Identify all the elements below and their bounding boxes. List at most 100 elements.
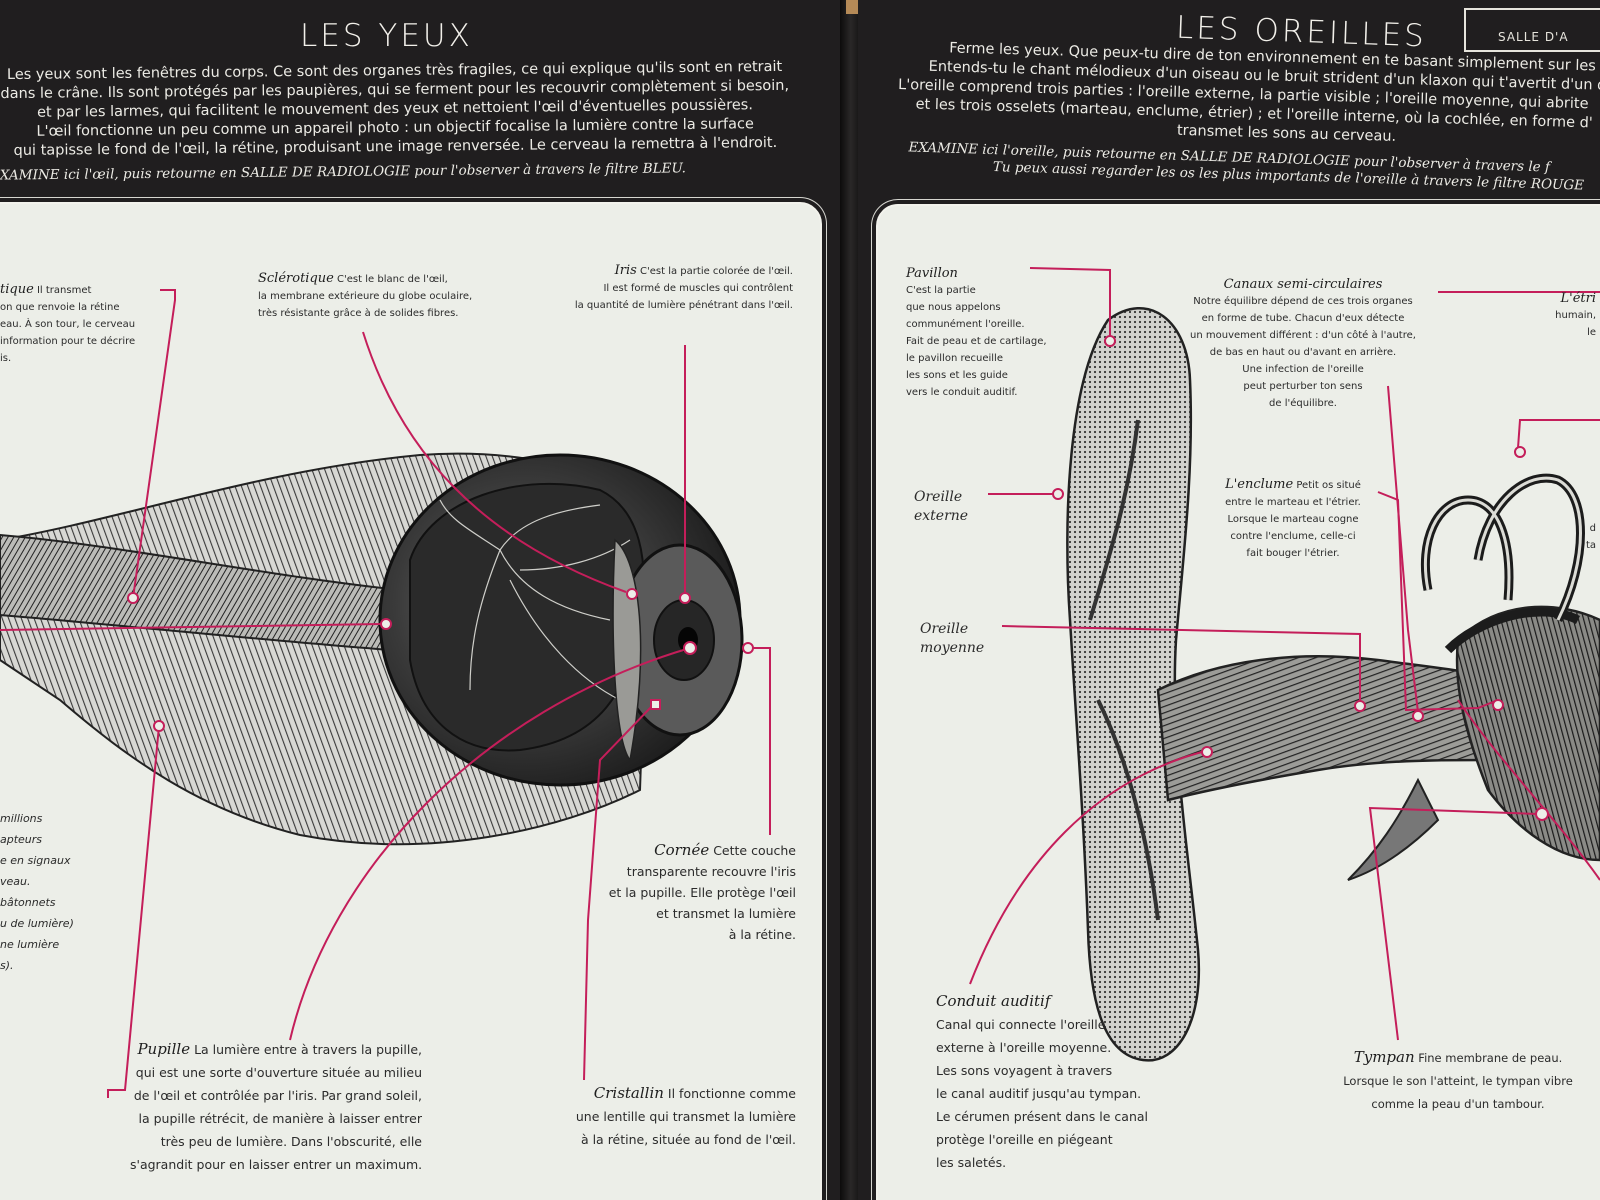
tympan-flap [1347,777,1440,881]
label-line: et la pupille. Elle protège l'œil [608,885,796,900]
label-pupille: Pupille La lumière entre à travers la pu… [130,1038,422,1176]
label-heading: Conduit auditif [936,992,1051,1010]
label-line: protège l'oreille en piégeant [936,1132,1113,1147]
label-enclume: L'enclume Petit os situé entre le martea… [1188,476,1398,562]
pinna-fold [1088,419,1160,921]
label-line: une lentille qui transmet la lumière [575,1109,796,1124]
label-cristallin: Cristallin Il fonctionne comme une lenti… [540,1082,796,1151]
room-tag-label: SALLE D'A [1498,30,1569,44]
label-line: fait bouger l'étrier. [1246,548,1340,559]
label-line: eau. À son tour, le cerveau [0,319,136,330]
label-line: en forme de tube. Chacun d'eux détecte [1201,313,1405,324]
label-line: le [1587,327,1596,338]
label-line: Fine membrane de peau. [1418,1051,1563,1065]
label-line: Le cérumen présent dans le canal [936,1109,1149,1124]
label-line: humain, [1555,310,1596,321]
label-line: Il fonctionne comme [667,1086,796,1101]
middle-ear-mass [1455,605,1600,862]
label-line: externe à l'oreille moyenne. [936,1040,1112,1055]
label-oreille-moyenne: Oreille moyenne [920,620,984,658]
label-line: le pavillon recueille [906,353,1003,364]
label-line: de bas en haut ou d'avant en arrière. [1209,347,1397,358]
label-line: Les sons voyagent à travers [936,1063,1113,1078]
room-tag: SALLE D'A [1464,8,1600,52]
retina-vessels [439,499,631,701]
label-line: de l'équilibre. [1269,398,1337,409]
label-line: u de lumière) [0,917,74,930]
label-line: Lorsque le son l'atteint, le tympan vibr… [1343,1074,1573,1088]
label-line: comme la peau d'un tambour. [1371,1097,1545,1111]
label-line: très résistante grâce à de solides fibre… [258,308,459,319]
label-line: les sons et les guide [906,370,1008,381]
label-line: Oreille [920,621,969,637]
label-line: is. [0,353,12,364]
label-heading: L'enclume [1225,477,1294,492]
label-line: qui est une sorte d'ouverture située au … [135,1065,422,1080]
label-heading: Cornée [654,841,710,859]
label-line: de l'œil et contrôlée par l'iris. Par gr… [133,1088,422,1103]
label-line: Fait de peau et de cartilage, [906,336,1047,347]
label-line: information pour te décrire [0,336,136,347]
label-line: C'est le blanc de l'œil, [337,274,448,285]
label-nerf-optique: tique Il transmet on que renvoie la réti… [0,281,135,367]
label-line: millions [0,812,43,825]
label-retine: millions apteurs e en signaux veau. bâto… [0,808,74,976]
label-line: les saletés. [936,1155,1007,1170]
label-line: transparente recouvre l'iris [626,864,796,879]
label-iris: Iris C'est la partie colorée de l'œil. I… [555,262,793,314]
label-conduit-auditif: Conduit auditif Canal qui connecte l'ore… [936,990,1148,1174]
label-line: s). [0,959,14,972]
label-line: La lumière entre à travers la pupille, [194,1042,422,1057]
label-line: Une infection de l'oreille [1242,364,1364,375]
label-heading: Pavillon [906,266,958,281]
eye-illustration [0,289,771,1098]
label-heading: Cristallin [593,1084,664,1102]
label-line: apteurs [0,833,43,846]
label-line: Notre équilibre dépend de ces trois orga… [1193,296,1413,307]
label-line: Il transmet [36,285,92,296]
pinna [1066,307,1201,1062]
label-heading: Sclérotique [258,271,334,286]
label-line: la pupille rétrécit, de manière à laisse… [138,1111,422,1126]
semicircular-canals-highlight [1423,476,1582,621]
label-cornee: Cornée Cette couche transparente recouvr… [560,840,796,945]
ear-canal-tube [1156,655,1500,802]
label-line: un mouvement différent : d'un côté à l'a… [1190,330,1416,341]
label-canaux-semi-circulaires: Canaux semi-circulaires Notre équilibre … [1188,276,1418,412]
label-line: Canal qui connecte l'oreille [936,1017,1106,1032]
label-line: le canal auditif jusqu'au tympan. [936,1086,1142,1101]
label-line: ne lumière [0,938,60,951]
label-line: Cette couche [713,843,796,858]
left-page: LES YEUX Les yeux sont les fenêtres du c… [0,18,822,1200]
label-line: vers le conduit auditif. [906,387,1018,398]
label-line: on que renvoie la rétine [0,302,120,313]
label-line: la quantité de lumière pénétrant dans l'… [574,300,793,311]
label-line: et transmet la lumière [656,906,796,921]
eye-leader-dots [127,588,754,732]
label-line: que nous appelons [906,302,1001,313]
label-line: Petit os situé [1296,480,1361,491]
label-right-edge: d ta [1558,520,1596,554]
label-line: veau. [0,875,31,888]
label-line: à la rétine. [728,927,796,942]
label-line: Lorsque le marteau cogne [1227,514,1359,525]
label-heading: tique [0,282,34,297]
ear-illustration [969,267,1600,1062]
label-line: à la rétine, située au fond de l'œil. [580,1132,796,1147]
label-line: communément l'oreille. [906,319,1025,330]
label-line: Oreille [914,489,963,505]
label-tympan: Tympan Fine membrane de peau. Lorsque le… [1328,1046,1588,1116]
label-heading: Iris [614,263,637,278]
label-sclerotique: Sclérotique C'est le blanc de l'œil, la … [258,270,472,322]
label-line: d [1589,523,1596,534]
page-title-eyes: LES YEUX [300,18,473,54]
label-line: Il est formé de muscles qui contrôlent [603,283,793,294]
label-line: entre le marteau et l'étrier. [1225,497,1361,508]
label-heading: Canaux semi-circulaires [1223,277,1383,292]
ear-leader-dots [1052,335,1549,821]
label-line: peut perturber ton sens [1243,381,1363,392]
label-line: e en signaux [0,854,71,867]
label-line: bâtonnets [0,896,56,909]
label-line: ta [1585,540,1596,551]
